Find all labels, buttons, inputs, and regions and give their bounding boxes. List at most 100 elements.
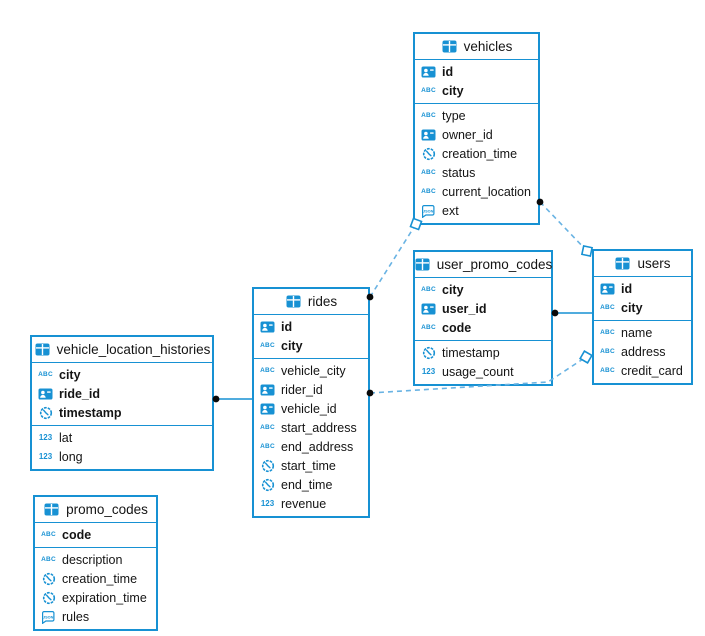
column-name: end_time (281, 477, 333, 492)
string-icon: ABC (41, 556, 56, 563)
timestamp-icon (259, 478, 276, 492)
column-name: city (621, 300, 643, 315)
string-icon: ABC (260, 367, 275, 374)
column-vehicle_location_histories-long: 123 long (32, 447, 212, 466)
timestamp-icon (259, 459, 276, 473)
string-icon: ABC (421, 87, 436, 94)
table-name: user_promo_codes (436, 257, 553, 272)
column-rides-id: id (254, 317, 368, 336)
table-header-users[interactable]: users (594, 251, 691, 277)
column-name: vehicle_id (281, 401, 337, 416)
uuid-icon (259, 384, 276, 396)
column-name: timestamp (442, 345, 500, 360)
table-name: users (637, 256, 671, 271)
json-icon: JSON (420, 204, 437, 218)
column-user_promo_codes-user_id: user_id (415, 299, 551, 318)
column-vehicles-id: id (415, 62, 538, 81)
column-name: city (59, 367, 81, 382)
column-name: creation_time (442, 146, 518, 161)
uuid-icon (420, 66, 437, 78)
string-icon: ABC (260, 342, 275, 349)
column-name: city (442, 282, 464, 297)
table-header-vehicle_location_histories[interactable]: vehicle_location_histories (32, 337, 212, 363)
column-user_promo_codes-usage_count: 123 usage_count (415, 362, 551, 381)
string-icon: ABC (41, 531, 56, 538)
table-name: vehicles (463, 39, 513, 54)
table-header-vehicles[interactable]: vehicles (415, 34, 538, 60)
column-vehicles-creation_time: creation_time (415, 144, 538, 163)
column-user_promo_codes-timestamp: timestamp (415, 343, 551, 362)
column-rides-end_time: end_time (254, 475, 368, 494)
column-name: long (59, 449, 83, 464)
string-icon: ABC (260, 443, 275, 450)
string-icon: ABC (600, 367, 615, 374)
column-promo_codes-creation_time: creation_time (35, 569, 156, 588)
column-name: vehicle_city (281, 363, 346, 378)
column-name: id (281, 319, 293, 334)
column-rides-start_time: start_time (254, 456, 368, 475)
table-header-rides[interactable]: rides (254, 289, 368, 315)
columns-section: 123 lat 123 long (32, 425, 212, 469)
table-icon (43, 503, 60, 516)
table-icon (441, 40, 458, 53)
svg-text:JSON: JSON (423, 209, 434, 213)
column-users-id: id (594, 279, 691, 298)
json-icon: JSON (40, 610, 57, 624)
timestamp-icon (40, 591, 57, 605)
column-name: expiration_time (62, 590, 147, 605)
column-name: city (442, 83, 464, 98)
column-user_promo_codes-code: ABC code (415, 318, 551, 337)
column-name: revenue (281, 496, 327, 511)
string-icon: ABC (421, 188, 436, 195)
timestamp-icon (420, 346, 437, 360)
column-name: id (442, 64, 454, 79)
column-name: ride_id (59, 386, 100, 401)
table-name: promo_codes (66, 502, 148, 517)
table-icon (34, 343, 51, 356)
string-icon: ABC (421, 324, 436, 331)
column-name: id (621, 281, 633, 296)
column-vehicles-city: ABC city (415, 81, 538, 100)
string-icon: ABC (600, 348, 615, 355)
column-name: start_time (281, 458, 336, 473)
column-name: usage_count (442, 364, 514, 379)
column-vehicle_location_histories-timestamp: timestamp (32, 403, 212, 422)
string-icon: ABC (600, 329, 615, 336)
column-name: credit_card (621, 363, 683, 378)
column-name: timestamp (59, 405, 122, 420)
column-vehicles-current_location: ABC current_location (415, 182, 538, 201)
svg-text:JSON: JSON (43, 615, 54, 619)
number-icon: 123 (421, 367, 436, 376)
table-header-user_promo_codes[interactable]: user_promo_codes (415, 252, 553, 278)
column-name: owner_id (442, 127, 493, 142)
column-name: description (62, 552, 123, 567)
number-icon: 123 (38, 452, 53, 461)
string-icon: ABC (421, 112, 436, 119)
column-name: code (442, 320, 472, 335)
uuid-icon (37, 388, 54, 400)
column-name: rider_id (281, 382, 323, 397)
uuid-icon (259, 321, 276, 333)
table-header-promo_codes[interactable]: promo_codes (35, 497, 156, 523)
column-name: current_location (442, 184, 531, 199)
column-name: lat (59, 430, 73, 445)
